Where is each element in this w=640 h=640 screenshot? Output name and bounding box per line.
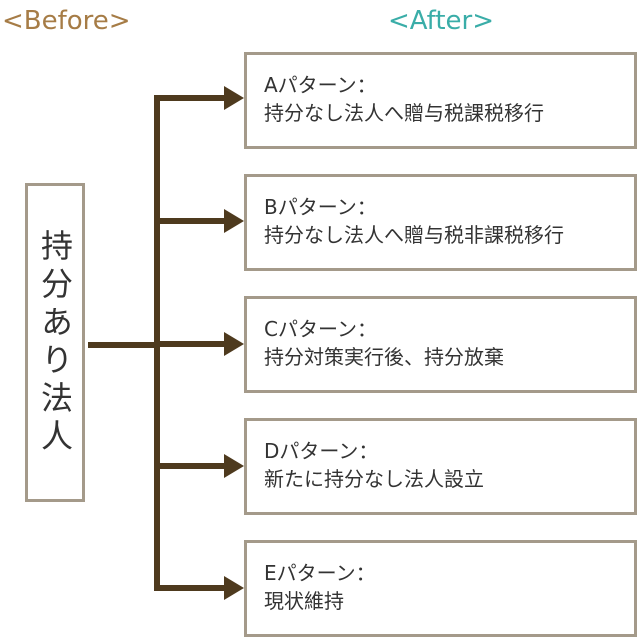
pattern-title: Dパターン： bbox=[264, 439, 379, 463]
pattern-box-e: Eパターン： 現状維持 bbox=[244, 540, 637, 637]
arrow-to-pattern-b bbox=[157, 209, 244, 233]
pattern-desc: 新たに持分なし法人設立 bbox=[264, 467, 484, 491]
arrow-to-pattern-e bbox=[157, 576, 244, 600]
pattern-box-b: Bパターン： 持分なし法人へ贈与税非課税移行 bbox=[244, 174, 637, 271]
before-heading: <Before> bbox=[2, 6, 131, 36]
pattern-box-c: Cパターン： 持分対策実行後、持分放棄 bbox=[244, 296, 637, 393]
pattern-desc: 持分なし法人へ贈与税非課税移行 bbox=[264, 223, 564, 247]
source-label: 持分あり法人 bbox=[36, 228, 74, 457]
after-heading: <After> bbox=[388, 6, 495, 36]
pattern-box-d: Dパターン： 新たに持分なし法人設立 bbox=[244, 418, 637, 515]
arrow-to-pattern-d bbox=[157, 454, 244, 478]
pattern-box-a: Aパターン： 持分なし法人へ贈与税課税移行 bbox=[244, 52, 637, 149]
arrow-to-pattern-c bbox=[157, 332, 244, 356]
pattern-title: Bパターン： bbox=[264, 195, 377, 219]
pattern-title: Cパターン： bbox=[264, 317, 377, 341]
pattern-desc: 現状維持 bbox=[264, 589, 344, 613]
arrow-to-pattern-a bbox=[157, 86, 244, 110]
pattern-title: Eパターン： bbox=[264, 561, 376, 585]
pattern-desc: 持分なし法人へ贈与税課税移行 bbox=[264, 101, 544, 125]
source-box: 持分あり法人 bbox=[25, 183, 85, 502]
pattern-title: Aパターン： bbox=[264, 73, 377, 97]
pattern-desc: 持分対策実行後、持分放棄 bbox=[264, 345, 504, 369]
